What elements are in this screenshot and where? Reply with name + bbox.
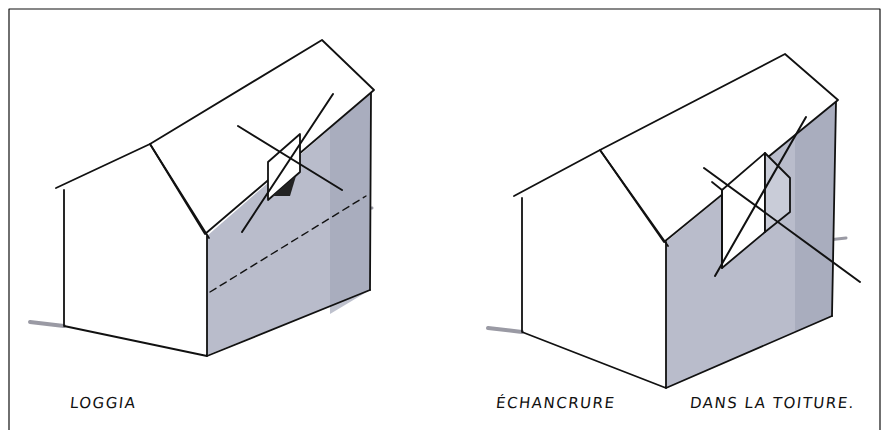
caption-label: LOGGIA bbox=[69, 394, 137, 412]
frame bbox=[9, 9, 880, 430]
wall-edge bbox=[207, 290, 370, 356]
roof bbox=[150, 40, 374, 234]
house-loggia bbox=[30, 40, 374, 356]
notch-roof-edge bbox=[712, 182, 722, 268]
cross-out bbox=[242, 94, 333, 232]
gable-roof bbox=[514, 150, 668, 246]
gable-roof bbox=[56, 144, 209, 238]
caption-label: DANS LA TOITURE. bbox=[689, 394, 856, 412]
wall-edge bbox=[666, 316, 832, 388]
cross-out bbox=[704, 168, 860, 282]
gable-wall bbox=[64, 190, 207, 356]
cross-out bbox=[238, 126, 342, 190]
shaded-wall-dark bbox=[795, 102, 836, 332]
wall-edge bbox=[832, 102, 836, 316]
shaded-wall-dark bbox=[330, 93, 371, 314]
roof bbox=[600, 54, 838, 242]
caption-label: ÉCHANCRURE bbox=[495, 394, 616, 412]
wall-edge bbox=[370, 93, 371, 290]
loggia-shadow bbox=[272, 176, 296, 196]
ground-shadow bbox=[30, 322, 64, 326]
gable-wall bbox=[522, 198, 666, 388]
cross-out bbox=[715, 117, 806, 276]
ground-shadow bbox=[488, 328, 522, 332]
floor-line bbox=[210, 196, 366, 292]
house-echancrure bbox=[488, 54, 860, 388]
